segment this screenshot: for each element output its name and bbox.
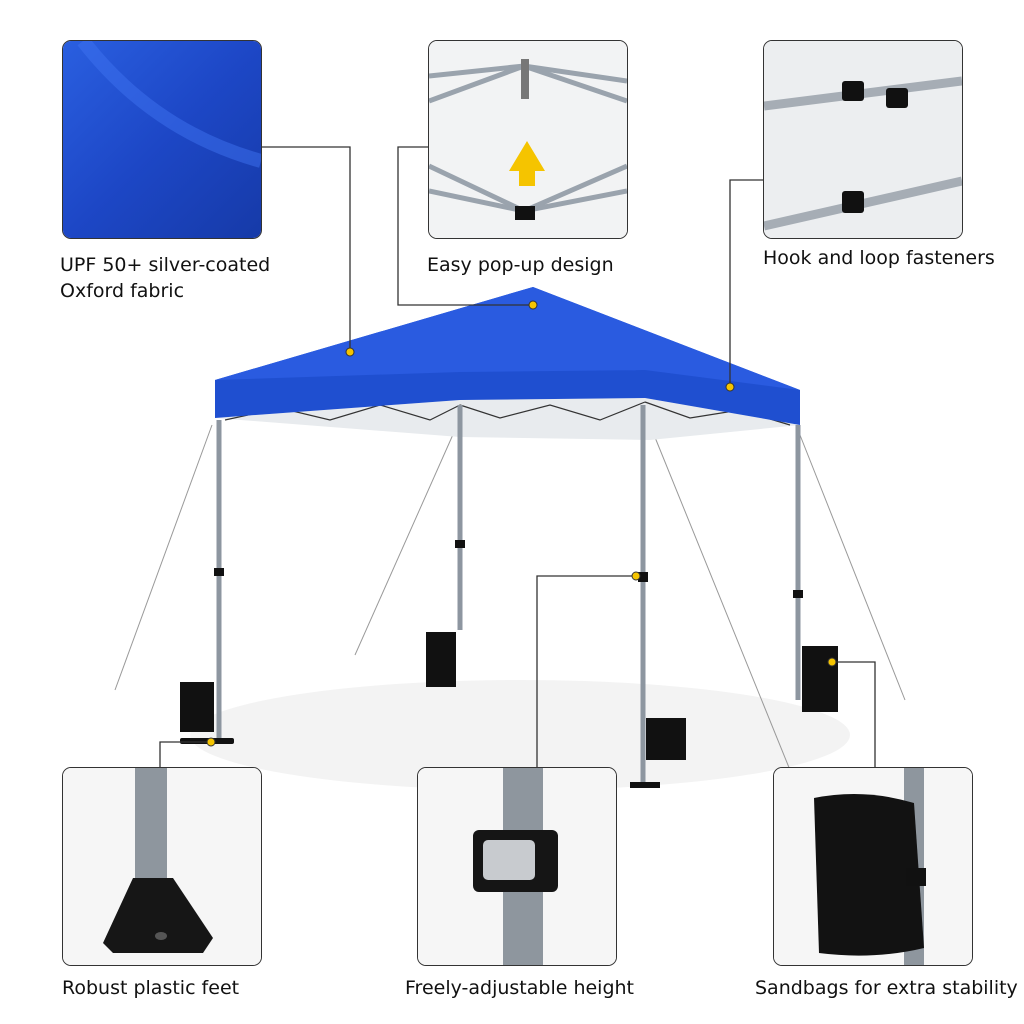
height-detail-image	[417, 767, 617, 966]
popup-detail-image	[428, 40, 628, 239]
feet-detail-image	[62, 767, 262, 966]
fabric-detail-image	[62, 40, 262, 239]
feature-label-popup: Easy pop-up design	[427, 254, 614, 276]
feature-label-height: Freely-adjustable height	[405, 977, 635, 999]
feature-label-fasteners: Hook and loop fasteners	[763, 247, 995, 269]
feature-label-sandbags: Sandbags for extra stability	[755, 977, 1018, 999]
feature-label-feet: Robust plastic feet	[62, 977, 240, 999]
fasteners-detail-image	[763, 40, 963, 239]
sandbag-detail-image	[773, 767, 973, 966]
